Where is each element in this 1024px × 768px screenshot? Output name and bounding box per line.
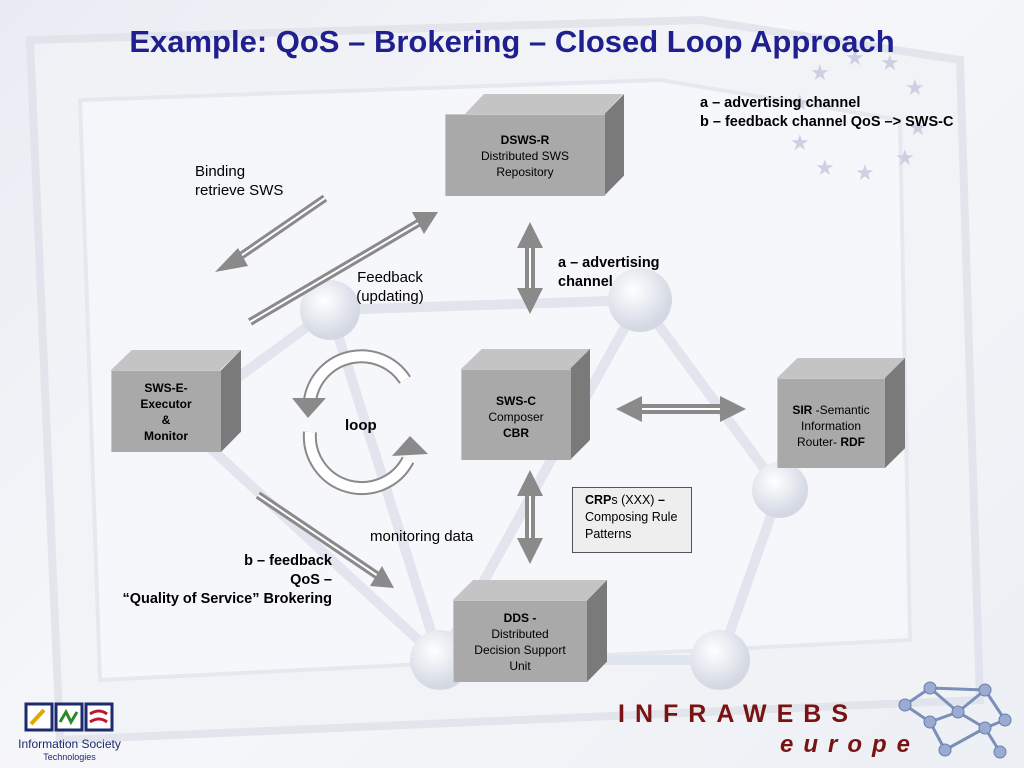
ist-logo: Information Society Technologies — [12, 738, 127, 764]
svg-text:★: ★ — [880, 51, 900, 76]
dsws-name: DSWS-R — [500, 133, 550, 147]
swse-node: SWS-E- Executor & Monitor — [111, 370, 221, 452]
sir-line3: Router- — [796, 435, 841, 449]
swse-line3: & — [161, 413, 171, 427]
sir-box-top — [777, 358, 905, 378]
dsws-box-top — [465, 94, 623, 114]
legend-line-b: b – feedback channel QoS –> SWS-C — [700, 114, 954, 130]
svg-text:★: ★ — [790, 131, 810, 156]
swsc-line1: Composer — [488, 410, 544, 424]
svg-text:★: ★ — [810, 61, 830, 86]
swsc-box-top — [461, 349, 591, 369]
legend: a – advertising channel b – feedback cha… — [700, 94, 953, 132]
swse-line2: Executor — [140, 397, 192, 411]
sir-name: SIR — [792, 403, 813, 417]
dsws-line2: Repository — [496, 165, 554, 179]
loop-arrows — [292, 349, 428, 495]
infrawebs-logo: INFRAWEBS — [618, 700, 858, 728]
crp-dash: – — [657, 493, 665, 507]
swsc-line2: CBR — [503, 426, 529, 440]
svg-text:★: ★ — [790, 91, 810, 116]
feedback-label-line2: (updating) — [356, 288, 424, 305]
europe-logo: europe — [780, 731, 921, 758]
dds-line3: Unit — [509, 659, 531, 673]
svg-text:★: ★ — [895, 146, 915, 171]
dsws-box-side — [604, 94, 624, 196]
swsc-name: SWS-C — [496, 394, 536, 408]
swse-box-top — [111, 350, 241, 370]
binding-label-line1: Binding — [195, 163, 246, 180]
dsws-line1: Distributed SWS — [480, 149, 570, 163]
loop-label: loop — [345, 417, 377, 434]
crp-rest: s (XXX) — [611, 493, 658, 507]
monitoring-double-arrow — [517, 470, 543, 564]
advertising-label: a – advertising channel — [558, 254, 660, 292]
dds-line1: Distributed — [491, 627, 549, 641]
dds-line2: Decision Support — [474, 643, 566, 657]
feedback-label-line1: Feedback — [357, 269, 423, 286]
page-title: Example: QoS – Brokering – Closed Loop A… — [129, 24, 895, 59]
dds-box-top — [453, 580, 607, 600]
svg-text:★: ★ — [815, 156, 835, 181]
advertising-label-line2: channel — [558, 274, 613, 290]
swse-line1: SWS-E- — [144, 381, 188, 395]
crp-bold: CRP — [585, 493, 612, 507]
b-feedback-label-line1: b – feedback — [244, 553, 332, 569]
monitoring-label: monitoring data — [370, 528, 474, 545]
crp-line2: Composing Rule — [585, 510, 678, 524]
binding-arrow — [215, 194, 328, 272]
dds-name: DDS - — [503, 611, 537, 625]
sir-double-arrow — [616, 396, 746, 422]
dsws-node: DSWS-R Distributed SWS Repository — [445, 114, 605, 196]
legend-line-a: a – advertising channel — [700, 95, 861, 111]
svg-text:★: ★ — [855, 161, 875, 186]
feedback-label: Feedback (updating) — [345, 268, 435, 306]
ist-logo-line2: Technologies — [43, 752, 96, 762]
swse-line4: Monitor — [144, 429, 188, 443]
svg-text:★: ★ — [905, 76, 925, 101]
ist-logo-graphic — [24, 702, 114, 732]
b-feedback-arrow — [255, 491, 394, 588]
binding-label-line2: retrieve SWS — [195, 182, 284, 199]
svg-text:★: ★ — [908, 116, 928, 141]
crp-note: CRPs (XXX) – Composing Rule Patterns — [572, 487, 692, 553]
swse-box-side — [221, 350, 241, 452]
advertising-label-line1: a – advertising — [558, 255, 660, 271]
feedback-arrow — [247, 212, 438, 326]
swsc-node: SWS-C Composer CBR — [461, 369, 571, 460]
crp-line3: Patterns — [585, 527, 632, 541]
advertising-double-arrow — [517, 222, 543, 314]
binding-label: Binding retrieve SWS — [195, 162, 283, 200]
sir-box-side — [885, 358, 905, 468]
sir-line3-bold: RDF — [840, 435, 866, 449]
sir-line1: -Semantic — [812, 403, 870, 417]
dds-node: DDS - Distributed Decision Support Unit — [453, 600, 587, 682]
swsc-box-side — [570, 349, 590, 460]
b-feedback-label: b – feedback QoS – “Quality of Service” … — [40, 552, 332, 609]
sir-line2: Information — [800, 419, 862, 433]
svg-text:★: ★ — [845, 46, 865, 71]
ist-logo-line1: Information Society — [18, 737, 121, 751]
dds-box-side — [587, 580, 607, 682]
b-feedback-label-line2: QoS – — [290, 572, 332, 588]
b-feedback-label-line3: “Quality of Service” Brokering — [122, 591, 332, 607]
sir-node: SIR -Semantic Information Router- RDF — [777, 378, 885, 468]
